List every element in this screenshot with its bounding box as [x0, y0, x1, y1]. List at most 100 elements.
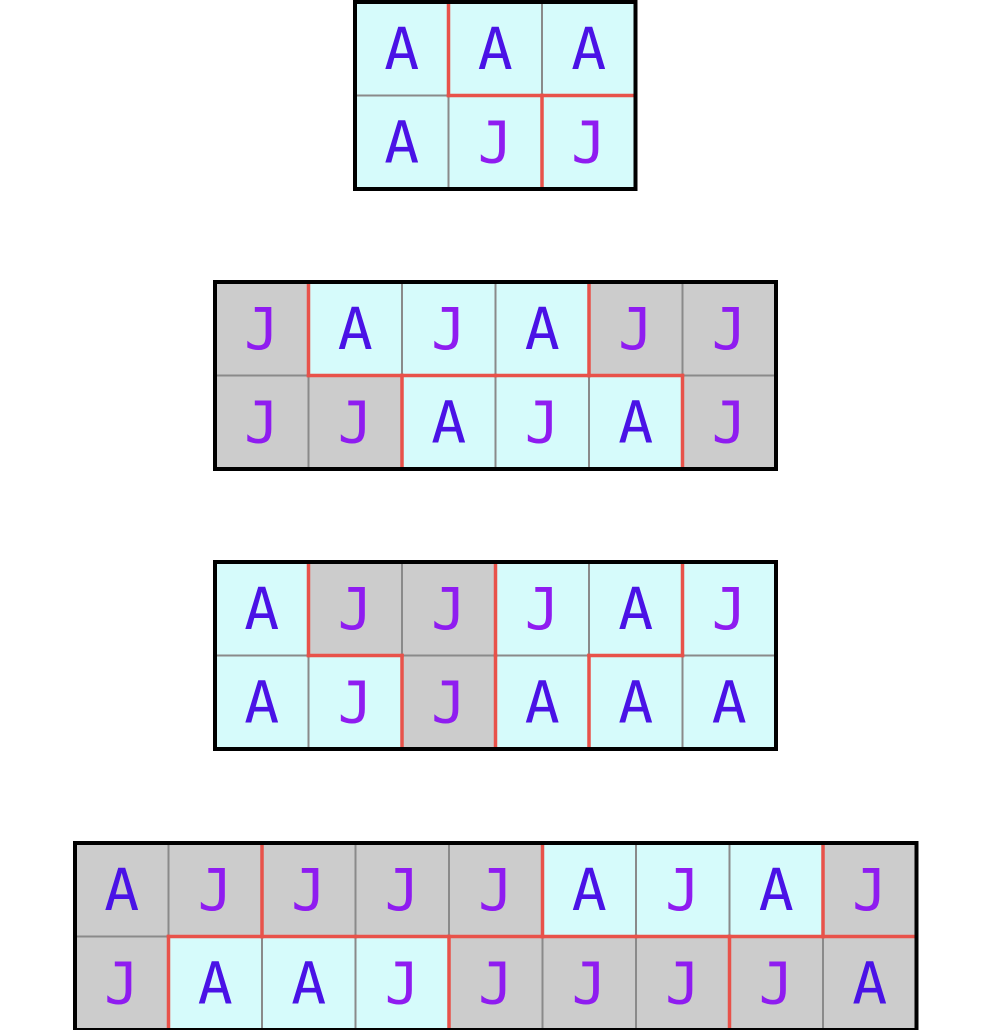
- cell-letter: J: [431, 668, 466, 736]
- grid-cell: [215, 375, 309, 469]
- grid-cell: [823, 843, 917, 937]
- cell-letter: J: [338, 668, 373, 736]
- cell-letter: J: [525, 388, 560, 456]
- grid-cell: [682, 375, 776, 469]
- grid-cell: [682, 562, 776, 656]
- grid-cell: [449, 843, 543, 937]
- grid-cell: [589, 375, 683, 469]
- grid-cell: [495, 282, 589, 376]
- grid-cell: [355, 843, 449, 937]
- grid-cell: [355, 2, 449, 96]
- cell-letter: A: [618, 388, 653, 456]
- grid-cell: [262, 936, 356, 1030]
- grid-cell: [168, 936, 262, 1030]
- grid-outer-border: [213, 280, 778, 471]
- grid-cell: [262, 843, 356, 937]
- cell-letter: J: [852, 856, 887, 924]
- grid-cell: [589, 562, 683, 656]
- grid-cell: [636, 843, 730, 937]
- grid-cell: [215, 655, 309, 749]
- grid-cell: [355, 936, 449, 1030]
- cell-letter: J: [431, 295, 466, 363]
- cell-letter: J: [198, 856, 233, 924]
- cell-letter: J: [665, 856, 700, 924]
- grid-outer-border: [213, 560, 778, 751]
- grid-cell: [308, 562, 402, 656]
- cell-letter: A: [618, 575, 653, 643]
- grid-cell: [589, 655, 683, 749]
- grid-cell: [729, 936, 823, 1030]
- cell-letter: J: [385, 949, 420, 1017]
- cell-letter: J: [525, 575, 560, 643]
- cell-letter: A: [198, 949, 233, 1017]
- cell-letter: J: [385, 856, 420, 924]
- grid-cell: [542, 95, 636, 189]
- grid-cell: [636, 936, 730, 1030]
- grid-outer-border: [353, 0, 638, 191]
- cell-letter: A: [384, 108, 419, 176]
- cell-letter: A: [572, 856, 607, 924]
- grid-cell: [495, 375, 589, 469]
- cell-letter: A: [104, 856, 139, 924]
- cell-letter: J: [291, 856, 326, 924]
- cell-letter: A: [525, 295, 560, 363]
- grid-cell: [308, 282, 402, 376]
- cell-letter: J: [244, 295, 279, 363]
- cell-letter: A: [478, 15, 513, 83]
- cell-letter: A: [852, 949, 887, 1017]
- cell-letter: A: [338, 295, 373, 363]
- cell-letter: J: [665, 949, 700, 1017]
- cell-letter: A: [431, 388, 466, 456]
- cell-letter: J: [338, 388, 373, 456]
- grid-cell: [308, 655, 402, 749]
- cell-letter: J: [712, 295, 747, 363]
- grid-cell: [75, 936, 169, 1030]
- cell-letter: J: [244, 388, 279, 456]
- grid-cell: [448, 95, 542, 189]
- cell-letter: A: [384, 15, 419, 83]
- grid-cell: [215, 282, 309, 376]
- cell-letter: J: [572, 949, 607, 1017]
- grid-cell: [355, 95, 449, 189]
- grid-cell: [729, 843, 823, 937]
- grid-cell: [682, 282, 776, 376]
- cell-letter: J: [104, 949, 139, 1017]
- cell-letter: J: [478, 856, 513, 924]
- grid-cell: [75, 843, 169, 937]
- cell-letter: A: [244, 668, 279, 736]
- grid-cell: [402, 375, 496, 469]
- grid-cell: [589, 282, 683, 376]
- cell-letter: A: [712, 668, 747, 736]
- grid-cell: [682, 655, 776, 749]
- grid-cell: [542, 2, 636, 96]
- cell-letter: J: [759, 949, 794, 1017]
- grid-cell: [402, 282, 496, 376]
- cell-letter: J: [712, 575, 747, 643]
- cell-letter: J: [618, 295, 653, 363]
- cell-letter: J: [571, 108, 606, 176]
- cell-letter: A: [618, 668, 653, 736]
- cell-letter: J: [478, 949, 513, 1017]
- grid-cell: [495, 562, 589, 656]
- grid-cell: [823, 936, 917, 1030]
- cell-letter: J: [431, 575, 466, 643]
- grid-cell: [448, 2, 542, 96]
- grid-cell: [402, 655, 496, 749]
- cell-letter: J: [478, 108, 513, 176]
- cell-letter: J: [338, 575, 373, 643]
- grid-cell: [168, 843, 262, 937]
- cell-letter: J: [712, 388, 747, 456]
- grid-cell: [308, 375, 402, 469]
- grid-cell: [542, 843, 636, 937]
- cell-letter: A: [525, 668, 560, 736]
- grid-cell: [402, 562, 496, 656]
- cell-letter: A: [759, 856, 794, 924]
- cell-letter: A: [244, 575, 279, 643]
- grid-outer-border: [73, 841, 919, 1030]
- cell-letter: A: [571, 15, 606, 83]
